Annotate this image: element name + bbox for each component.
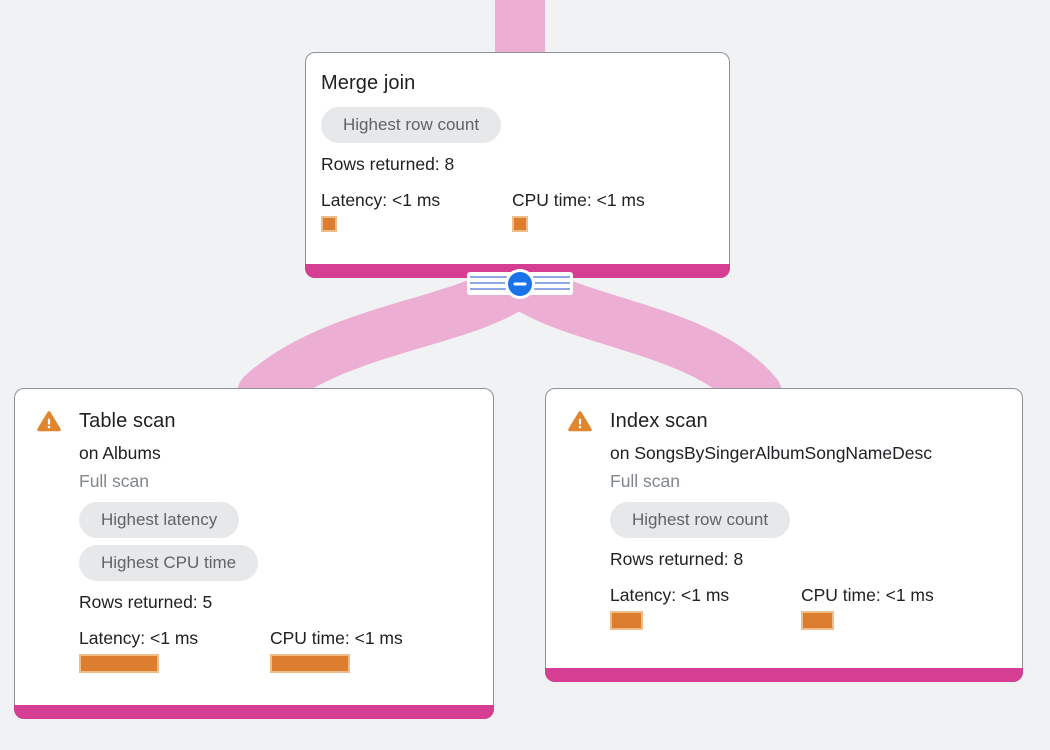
edge-parent (495, 0, 545, 54)
latency-metric: Latency: <1 ms (79, 626, 270, 673)
minus-icon (513, 282, 527, 285)
cpu-time-label: CPU time: <1 ms (801, 585, 934, 605)
cpu-metric: CPU time: <1 ms (270, 626, 461, 673)
edge-to-index-scan (494, 257, 782, 419)
cpu-time-label: CPU time: <1 ms (270, 628, 403, 648)
warning-triangle-icon (568, 410, 592, 431)
node-title: Index scan (610, 410, 708, 432)
metrics-row: Latency: <1 ms CPU time: <1 ms (79, 626, 478, 673)
latency-metric: Latency: <1 ms (610, 583, 801, 630)
node-title: Table scan (79, 410, 176, 432)
node-card-table-scan[interactable]: Table scan on Albums Full scan Highest l… (14, 388, 494, 719)
node-header: Merge join (321, 69, 714, 97)
warning-triangle-icon (37, 410, 61, 431)
latency-bar (610, 611, 643, 630)
collapse-button[interactable] (505, 268, 535, 299)
collapsed-edges-strip (467, 268, 573, 299)
latency-label: Latency: <1 ms (610, 585, 730, 605)
cpu-time-bar (801, 611, 834, 630)
scan-type-text: Full scan (610, 471, 681, 491)
node-accent-bar (545, 668, 1023, 682)
latency-bar (321, 216, 337, 232)
cpu-time-bar (270, 654, 350, 673)
latency-label: Latency: <1 ms (321, 190, 441, 210)
rows-returned-text: Rows returned: 8 (610, 549, 744, 569)
latency-label: Latency: <1 ms (79, 628, 199, 648)
metrics-row: Latency: <1 ms CPU time: <1 ms (321, 188, 714, 232)
status-badge: Highest row count (610, 502, 791, 538)
cpu-time-bar (512, 216, 528, 232)
edge-to-table-scan (237, 257, 544, 419)
rows-returned-text: Rows returned: 8 (321, 154, 455, 174)
node-accent-bar (14, 705, 494, 719)
node-card-merge-join[interactable]: Merge join Highest row count Rows return… (305, 52, 730, 278)
scan-type-text: Full scan (79, 471, 150, 491)
node-subtitle: on Albums (79, 443, 161, 463)
node-title: Merge join (321, 72, 416, 94)
node-subtitle: on SongsBySingerAlbumSongNameDesc (610, 443, 932, 463)
cpu-metric: CPU time: <1 ms (801, 583, 992, 630)
metrics-row: Latency: <1 ms CPU time: <1 ms (610, 583, 1007, 630)
latency-metric: Latency: <1 ms (321, 188, 512, 232)
node-card-index-scan[interactable]: Index scan on SongsBySingerAlbumSongName… (545, 388, 1023, 682)
cpu-time-label: CPU time: <1 ms (512, 190, 645, 210)
status-badge: Highest row count (321, 107, 502, 143)
node-header: Index scan (568, 407, 1007, 435)
status-badge: Highest CPU time (79, 545, 259, 581)
cpu-metric: CPU time: <1 ms (512, 188, 703, 232)
status-badge: Highest latency (79, 502, 240, 538)
latency-bar (79, 654, 159, 673)
rows-returned-text: Rows returned: 5 (79, 592, 213, 612)
node-header: Table scan (37, 407, 478, 435)
